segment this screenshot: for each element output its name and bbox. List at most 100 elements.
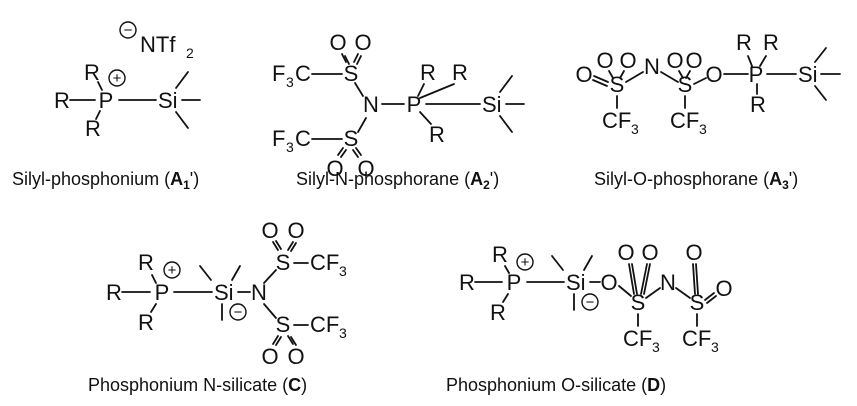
- silicon-atom: Si: [214, 280, 234, 305]
- negative-charge-circle: [581, 293, 599, 311]
- oxygen-atom: O: [685, 48, 702, 73]
- r-group-left: R: [54, 88, 70, 113]
- phosphorus-atom: P: [155, 280, 170, 305]
- silicon-atom: Si: [798, 62, 818, 87]
- nitrogen-atom: N: [660, 270, 676, 295]
- methyl-bond-bottom: [175, 111, 189, 129]
- methyl-bond-top: [814, 47, 827, 63]
- caption-d: Phosphonium O-silicate (D): [446, 374, 666, 396]
- positive-charge-circle: [108, 69, 126, 87]
- bond-s-o: [706, 295, 717, 304]
- caption-a2: Silyl-N-phosphorane (A2'): [296, 168, 499, 196]
- oxygen-atom: O: [329, 30, 346, 55]
- bond-s-o: [341, 53, 347, 63]
- methyl-bond-bottom: [499, 115, 513, 133]
- negative-charge-circle: [119, 21, 137, 39]
- caption-compound-subscript: 2: [483, 178, 490, 192]
- positive-charge-circle: [516, 253, 534, 271]
- caption-compound-label: A: [170, 169, 184, 189]
- bond-r-p-top: [97, 81, 103, 91]
- silicon-atom: Si: [158, 88, 178, 113]
- oxygen-atom: O: [287, 344, 304, 369]
- oxygen-atom: O: [685, 240, 702, 265]
- oxygen-atom: O: [641, 240, 658, 265]
- bond-s-o: [356, 55, 362, 65]
- r-group-top: R: [138, 250, 154, 275]
- phosphorus-atom: P: [407, 92, 422, 117]
- cf3-carbon-label: CF: [670, 108, 699, 133]
- caption-text: Phosphonium O-silicate (: [446, 375, 648, 395]
- negative-charge-circle: [229, 303, 247, 321]
- silicon-atom: Si: [566, 270, 586, 295]
- caption-text: '): [788, 169, 799, 189]
- caption-a1: Silyl-phosphonium (A1'): [12, 168, 199, 196]
- r-group-top: R: [492, 242, 508, 267]
- oxygen-atom: O: [596, 48, 613, 73]
- cf3-carbon-label: CF: [682, 326, 711, 351]
- bond-s-o: [695, 263, 699, 295]
- phosphorus-atom: P: [99, 88, 114, 113]
- positive-charge-sign: +: [168, 262, 177, 279]
- cf3-subscript: 3: [699, 121, 707, 137]
- sulfur-atom: S: [276, 312, 291, 337]
- bond-s-n: [625, 71, 644, 83]
- structure-a2-silyl-n-phosphorane: O O F 3 C S N P R R R Si F 3 C S: [272, 30, 525, 181]
- bond-r-p: [150, 303, 157, 313]
- phosphorus-atom: P: [749, 62, 764, 87]
- silicon-atom: Si: [482, 92, 502, 117]
- methyl-bond: [551, 255, 564, 271]
- ntf-anion-subscript: 2: [186, 45, 194, 61]
- bond-s-o: [344, 55, 350, 65]
- bond-s-o: [340, 149, 347, 158]
- oxygen-atom: O: [575, 62, 592, 87]
- sulfur-atom: S: [276, 250, 291, 275]
- negative-charge-sign: −: [234, 304, 243, 321]
- r-group: R: [763, 30, 779, 55]
- bond-s-o: [631, 263, 638, 295]
- sulfur-atom: S: [678, 72, 693, 97]
- r-group: R: [429, 122, 445, 147]
- methyl-bond-bottom: [814, 85, 827, 101]
- ntf-anion-label: NTf: [140, 32, 176, 57]
- bond-p-r: [419, 111, 432, 125]
- r-group: R: [750, 92, 766, 117]
- oxygen-atom: O: [619, 48, 636, 73]
- bond-s-o: [275, 336, 282, 346]
- bond-s-o: [685, 70, 691, 79]
- r-group-bottom: R: [138, 310, 154, 335]
- cf3-carbon-label: CF: [310, 250, 339, 275]
- sulfur-atom: S: [344, 126, 359, 151]
- r-group: R: [420, 60, 436, 85]
- bond-r-p: [502, 293, 509, 303]
- bond-s-o: [355, 147, 362, 156]
- sulfur-atom: S: [344, 61, 359, 86]
- bond-s-o: [337, 147, 344, 156]
- cf3-subscript: 3: [652, 339, 660, 355]
- methyl-bond-top: [499, 75, 513, 93]
- caption-text: '): [189, 169, 200, 189]
- bond-s-o: [275, 240, 282, 250]
- bond-s-o: [287, 335, 294, 345]
- bond-n-s: [357, 117, 367, 133]
- bond-n-s: [263, 303, 277, 319]
- oxygen-atom: O: [261, 344, 278, 369]
- cf3-carbon-label: C: [295, 126, 311, 151]
- cf3-subscript: 3: [339, 325, 347, 341]
- caption-compound-subscript: 1: [183, 178, 190, 192]
- nitrogen-atom: N: [363, 92, 379, 117]
- bond-s-o: [692, 263, 696, 295]
- bond-r-p: [151, 274, 157, 284]
- negative-charge-sign: −: [586, 294, 595, 311]
- structure-c-phosphonium-n-silicate: R R R P + Si − N S O O CF 3 S CF 3: [106, 218, 347, 369]
- oxygen-atom: O: [357, 156, 374, 181]
- cf3-carbon-label: CF: [310, 312, 339, 337]
- r-group-left: R: [459, 270, 475, 295]
- methyl-bond: [231, 265, 241, 281]
- caption-text: ): [660, 375, 667, 395]
- sulfur-atom: S: [690, 290, 705, 315]
- bond-p-r: [759, 55, 767, 67]
- oxygen-atom: O: [326, 156, 343, 181]
- bond-s-o: [352, 149, 359, 158]
